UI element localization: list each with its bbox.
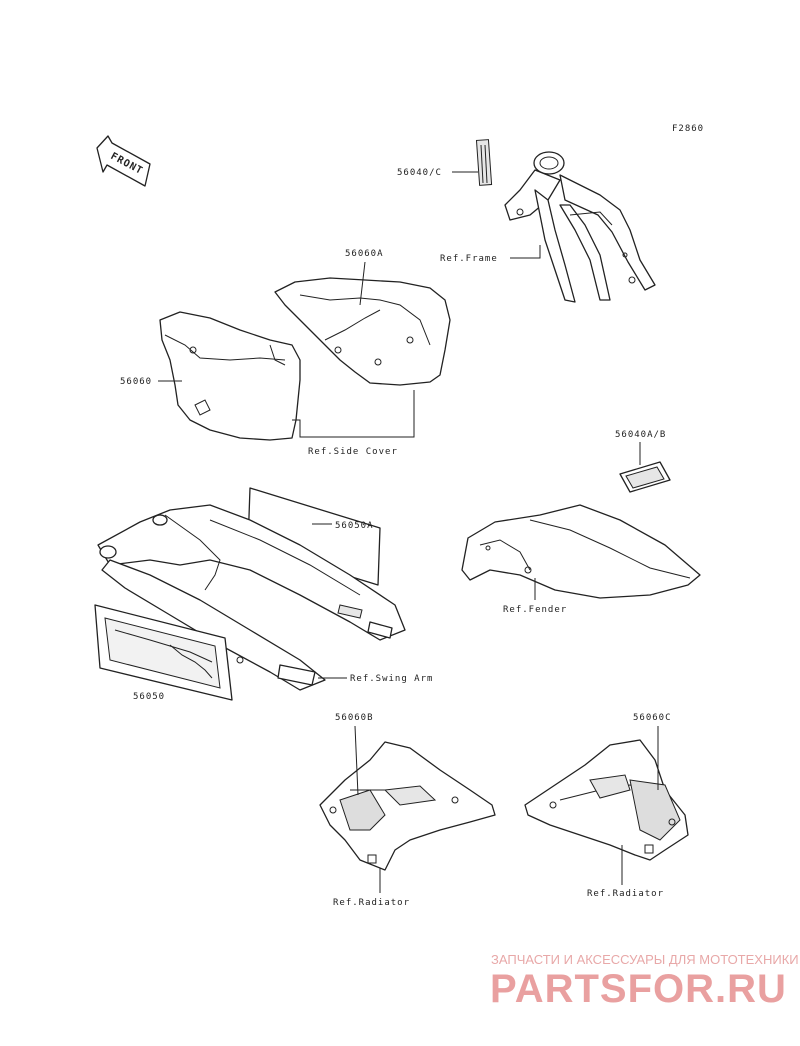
radiator-shroud-right-drawing	[524, 739, 689, 861]
radiator-shroud-left-drawing	[319, 741, 496, 871]
callout-56060b: 56060B	[335, 713, 374, 723]
front-arrow-icon: FRONT	[96, 135, 151, 187]
callout-56060c: 56060C	[633, 713, 672, 723]
frame-drawing	[475, 139, 656, 303]
watermark-brand: PARTSFOR.RU	[490, 967, 787, 1011]
side-cover-left-drawing	[159, 311, 301, 441]
callout-ref-swing-arm: Ref.Swing Arm	[350, 674, 433, 684]
callout-ref-fender: Ref.Fender	[503, 605, 567, 615]
figure-code: F2860	[672, 124, 704, 134]
callout-ref-side-cover: Ref.Side Cover	[308, 447, 398, 457]
callout-ref-radiator-right: Ref.Radiator	[587, 889, 664, 899]
callout-ref-frame: Ref.Frame	[440, 254, 498, 264]
callout-56040ab: 56040A/B	[615, 430, 666, 440]
callout-ref-radiator-left: Ref.Radiator	[333, 898, 410, 908]
watermark-tagline: ЗАПЧАСТИ И АКСЕССУАРЫ ДЛЯ МОТОТЕХНИКИ	[491, 952, 799, 967]
callout-56060: 56060	[120, 377, 152, 387]
swing-arm-drawing	[97, 504, 406, 691]
decal-56040ab-drawing	[619, 461, 671, 493]
callout-56050a: 56050A	[335, 521, 374, 531]
decal-56050-drawing	[94, 604, 233, 701]
fender-drawing	[461, 504, 701, 599]
side-cover-right-drawing	[274, 277, 451, 386]
callout-56040c: 56040/C	[397, 168, 442, 178]
callout-56060a: 56060A	[345, 249, 384, 259]
callout-56050: 56050	[133, 692, 165, 702]
